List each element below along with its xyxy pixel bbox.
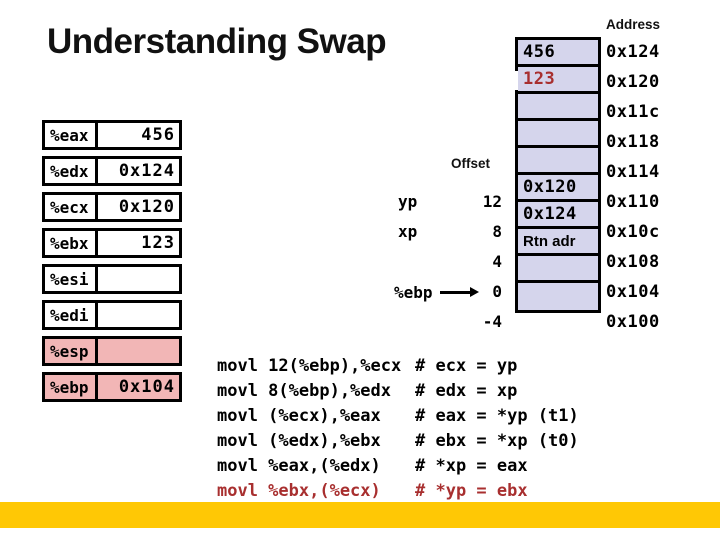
memory-stack: 456 123 0x120 0x124 Rtn adr bbox=[515, 37, 601, 313]
offset-label: 0 bbox=[492, 282, 502, 301]
register-row-ebx: %ebx 123 bbox=[42, 228, 182, 258]
address-label: 0x11c bbox=[606, 102, 660, 122]
register-value bbox=[98, 303, 179, 327]
address-label: 0x124 bbox=[606, 42, 660, 62]
register-name: %ebx bbox=[45, 231, 98, 255]
register-name: %ecx bbox=[45, 195, 98, 219]
offset-label: 12 bbox=[482, 192, 502, 211]
register-value: 0x124 bbox=[118, 161, 175, 181]
register-value: 0x104 bbox=[118, 377, 175, 397]
code-line-5: movl %eax,(%edx) # *xp = eax bbox=[217, 454, 579, 479]
address-label: 0x100 bbox=[606, 312, 660, 332]
ebp-pointer-label: %ebp bbox=[394, 282, 433, 302]
address-label: 0x120 bbox=[606, 72, 660, 92]
register-value: 0x120 bbox=[118, 197, 175, 217]
register-name: %ebp bbox=[45, 375, 98, 399]
slide-title: Understanding Swap bbox=[47, 22, 387, 61]
offset-list: 12 8 4 0 -4 bbox=[440, 187, 502, 337]
memory-cell-0x110: 0x120 bbox=[518, 175, 598, 202]
arrow-right-icon bbox=[439, 287, 479, 297]
ebp-frame-pointer: %ebp bbox=[394, 277, 479, 307]
code-line-1: movl 12(%ebp),%ecx # ecx = yp bbox=[217, 354, 579, 379]
code-line-4: movl (%edx),%ebx # ebx = *xp (t0) bbox=[217, 429, 579, 454]
register-value: 456 bbox=[141, 125, 175, 145]
register-table: %eax 456 %edx 0x124 %ecx 0x120 %ebx 123 … bbox=[42, 120, 182, 408]
register-row-esi: %esi bbox=[42, 264, 182, 294]
instruction: movl %eax,(%edx) bbox=[217, 456, 381, 476]
address-label: 0x118 bbox=[606, 132, 660, 152]
offset-column-header: Offset bbox=[451, 156, 491, 171]
instruction: movl (%ecx),%eax bbox=[217, 406, 381, 426]
address-list: 0x124 0x120 0x11c 0x118 0x114 0x110 0x10… bbox=[606, 37, 660, 337]
register-name: %esp bbox=[45, 339, 98, 363]
register-row-edx: %edx 0x124 bbox=[42, 156, 182, 186]
comment: # ecx = yp bbox=[415, 356, 518, 376]
memory-cell-0x10c: 0x124 bbox=[518, 202, 598, 229]
address-label: 0x114 bbox=[606, 162, 660, 182]
register-name: %eax bbox=[45, 123, 98, 147]
comment: # eax = *yp (t1) bbox=[415, 406, 579, 426]
param-label-yp: yp bbox=[398, 192, 418, 211]
instruction: movl %ebx,(%ecx) bbox=[217, 481, 381, 501]
register-value bbox=[98, 339, 179, 363]
offset-label: 8 bbox=[492, 222, 502, 241]
register-name: %edi bbox=[45, 303, 98, 327]
memory-cell-0x114 bbox=[518, 148, 598, 175]
memory-cell-0x100 bbox=[518, 283, 598, 310]
code-line-3: movl (%ecx),%eax # eax = *yp (t1) bbox=[217, 404, 579, 429]
instruction: movl (%edx),%ebx bbox=[217, 431, 381, 451]
register-row-ecx: %ecx 0x120 bbox=[42, 192, 182, 222]
register-row-ebp: %ebp 0x104 bbox=[42, 372, 182, 402]
address-label: 0x104 bbox=[606, 282, 660, 302]
memory-cell-0x118 bbox=[518, 121, 598, 148]
memory-cell-0x120: 123 bbox=[515, 67, 598, 94]
register-row-esp: %esp bbox=[42, 336, 182, 366]
memory-cell-0x124: 456 bbox=[518, 40, 598, 67]
register-row-eax: %eax 456 bbox=[42, 120, 182, 150]
instruction: movl 12(%ebp),%ecx bbox=[217, 356, 402, 376]
address-column-header: Address bbox=[606, 17, 661, 32]
comment: # edx = xp bbox=[415, 381, 518, 401]
memory-cell-0x108-rtn-adr: Rtn adr bbox=[518, 229, 598, 256]
comment: # ebx = *xp (t0) bbox=[415, 431, 579, 451]
code-line-6-current: movl %ebx,(%ecx) # *yp = ebx bbox=[217, 479, 579, 504]
offset-label: -4 bbox=[482, 312, 502, 331]
address-label: 0x108 bbox=[606, 252, 660, 272]
register-value bbox=[98, 267, 179, 291]
register-name: %edx bbox=[45, 159, 98, 183]
address-label: 0x10c bbox=[606, 222, 660, 242]
param-label-xp: xp bbox=[398, 222, 418, 241]
memory-cell-0x11c bbox=[518, 94, 598, 121]
comment: # *xp = eax bbox=[415, 456, 528, 476]
memory-cell-0x104 bbox=[518, 256, 598, 283]
comment: # *yp = ebx bbox=[415, 481, 528, 501]
address-label: 0x110 bbox=[606, 192, 660, 212]
register-row-edi: %edi bbox=[42, 300, 182, 330]
code-line-2: movl 8(%ebp),%edx # edx = xp bbox=[217, 379, 579, 404]
instruction: movl 8(%ebp),%edx bbox=[217, 381, 391, 401]
offset-label: 4 bbox=[492, 252, 502, 271]
footer-gold-bar bbox=[0, 502, 720, 528]
register-name: %esi bbox=[45, 267, 98, 291]
assembly-code-block: movl 12(%ebp),%ecx # ecx = yp movl 8(%eb… bbox=[217, 354, 579, 504]
register-value: 123 bbox=[141, 233, 175, 253]
